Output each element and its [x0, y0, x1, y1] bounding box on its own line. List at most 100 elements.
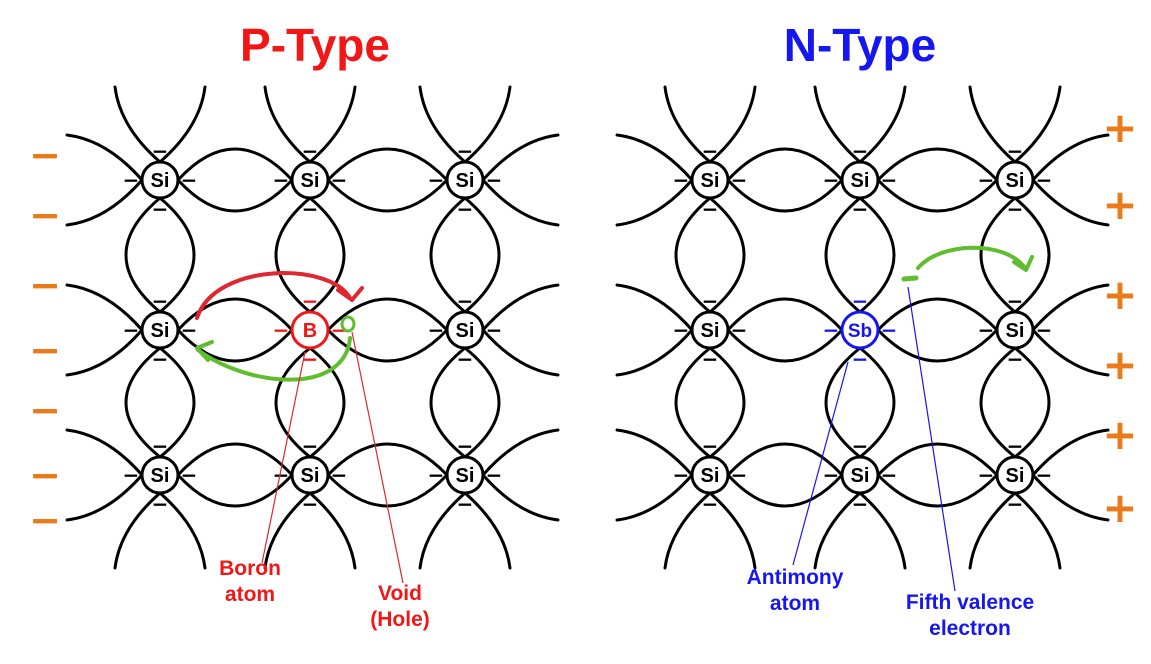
bond-arc — [463, 196, 501, 314]
valence-electron: − — [152, 139, 169, 163]
bond-arc — [274, 196, 312, 314]
si-atom — [690, 160, 730, 200]
valence-electron: − — [152, 434, 169, 458]
valence-electron: − — [457, 347, 474, 371]
atom-symbol: Si — [851, 465, 870, 487]
bond-stub — [858, 491, 907, 570]
bond-stub — [65, 283, 144, 332]
bond-stub — [65, 328, 144, 377]
free-electron — [901, 275, 919, 282]
bond-arc — [326, 297, 449, 332]
bond-arc — [979, 346, 1017, 459]
bond-stub — [615, 473, 694, 522]
valence-electron: − — [852, 347, 869, 371]
atom-symbol: Si — [456, 320, 475, 342]
bond-stub — [65, 473, 144, 522]
bond-arc — [726, 147, 844, 182]
bond-stub — [615, 133, 694, 182]
bond-arc — [176, 147, 294, 182]
valence-electron: − — [123, 318, 140, 342]
bond-stub — [158, 491, 207, 570]
valence-electron: − — [1007, 434, 1024, 458]
bond-arc — [979, 196, 1017, 314]
bond-arc — [176, 297, 294, 332]
hole-circle — [340, 315, 356, 333]
bond-arc — [326, 442, 449, 477]
bond-stub — [615, 283, 694, 332]
hole-move-arrow — [196, 336, 352, 382]
bond-arc — [726, 297, 844, 332]
valence-electron: − — [1036, 168, 1053, 192]
bond-stub — [708, 491, 757, 570]
bond-arc — [824, 346, 862, 459]
valence-electron: − — [673, 318, 690, 342]
valence-electron: − — [1007, 139, 1024, 163]
valence-electron: − — [273, 463, 290, 487]
valence-electron: − — [428, 168, 445, 192]
valence-electron: − — [852, 492, 869, 516]
antimony-atom-label: Antimony atom — [746, 566, 844, 616]
bond-stub — [481, 473, 560, 522]
hole-label: Void (Hole) — [370, 582, 430, 632]
si-atom — [140, 310, 180, 350]
valence-electron: − — [852, 139, 869, 163]
bond-arc — [708, 196, 746, 314]
valence-electron: − — [181, 318, 198, 342]
valence-electron: − — [152, 197, 169, 221]
valence-electron: − — [978, 318, 995, 342]
valence-electron: − — [152, 492, 169, 516]
valence-electron: − — [181, 463, 198, 487]
bond-stub — [1031, 178, 1110, 227]
bond-arc — [876, 147, 999, 182]
negative-charge: − — [29, 498, 61, 542]
si-atom — [290, 455, 330, 495]
bond-stub — [1031, 283, 1110, 332]
bond-stub — [481, 133, 560, 182]
si-atom — [995, 310, 1035, 350]
hole-pointer — [351, 331, 404, 584]
bond-stub — [113, 85, 162, 164]
positive-charge: + — [1102, 410, 1137, 459]
bond-arc — [876, 178, 999, 213]
si-atom — [445, 455, 485, 495]
valence-electron: − — [273, 168, 290, 192]
atom-symbol: Si — [456, 170, 475, 192]
bond-stub — [158, 85, 207, 164]
bond-stub — [615, 178, 694, 227]
valence-electron: − — [823, 168, 840, 192]
electron-move-arrow — [916, 245, 1027, 270]
valence-electron: − — [302, 347, 319, 371]
bond-arc — [726, 473, 844, 508]
valence-electron: − — [273, 318, 290, 342]
bond-stub — [1031, 473, 1110, 522]
atom-symbol: Si — [301, 170, 320, 192]
atom-symbol: Si — [701, 465, 720, 487]
bond-arc — [876, 328, 999, 363]
si-atom — [445, 310, 485, 350]
bond-arc — [176, 328, 294, 363]
positive-charge: + — [1102, 483, 1137, 532]
valence-electron: − — [881, 463, 898, 487]
bond-arc — [708, 346, 746, 459]
bond-stub — [418, 85, 467, 164]
valence-electron: − — [731, 168, 748, 192]
bond-stub — [813, 491, 862, 570]
bond-arc — [429, 346, 467, 459]
bond-arc — [308, 346, 346, 459]
atom-symbol: Sb — [848, 321, 872, 342]
bond-stub — [308, 85, 357, 164]
valence-electron: − — [978, 463, 995, 487]
valence-electron: − — [457, 492, 474, 516]
valence-electron: − — [123, 463, 140, 487]
valence-electron: − — [702, 347, 719, 371]
negative-charge: − — [29, 133, 61, 177]
valence-electron: − — [673, 168, 690, 192]
bond-arc — [858, 196, 896, 314]
bond-arc — [326, 147, 449, 182]
valence-electron: − — [731, 318, 748, 342]
valence-electron: − — [978, 168, 995, 192]
bond-stub — [1031, 428, 1110, 477]
valence-electron: − — [152, 347, 169, 371]
fifth-electron-label: Fifth valence electron — [905, 591, 1035, 641]
